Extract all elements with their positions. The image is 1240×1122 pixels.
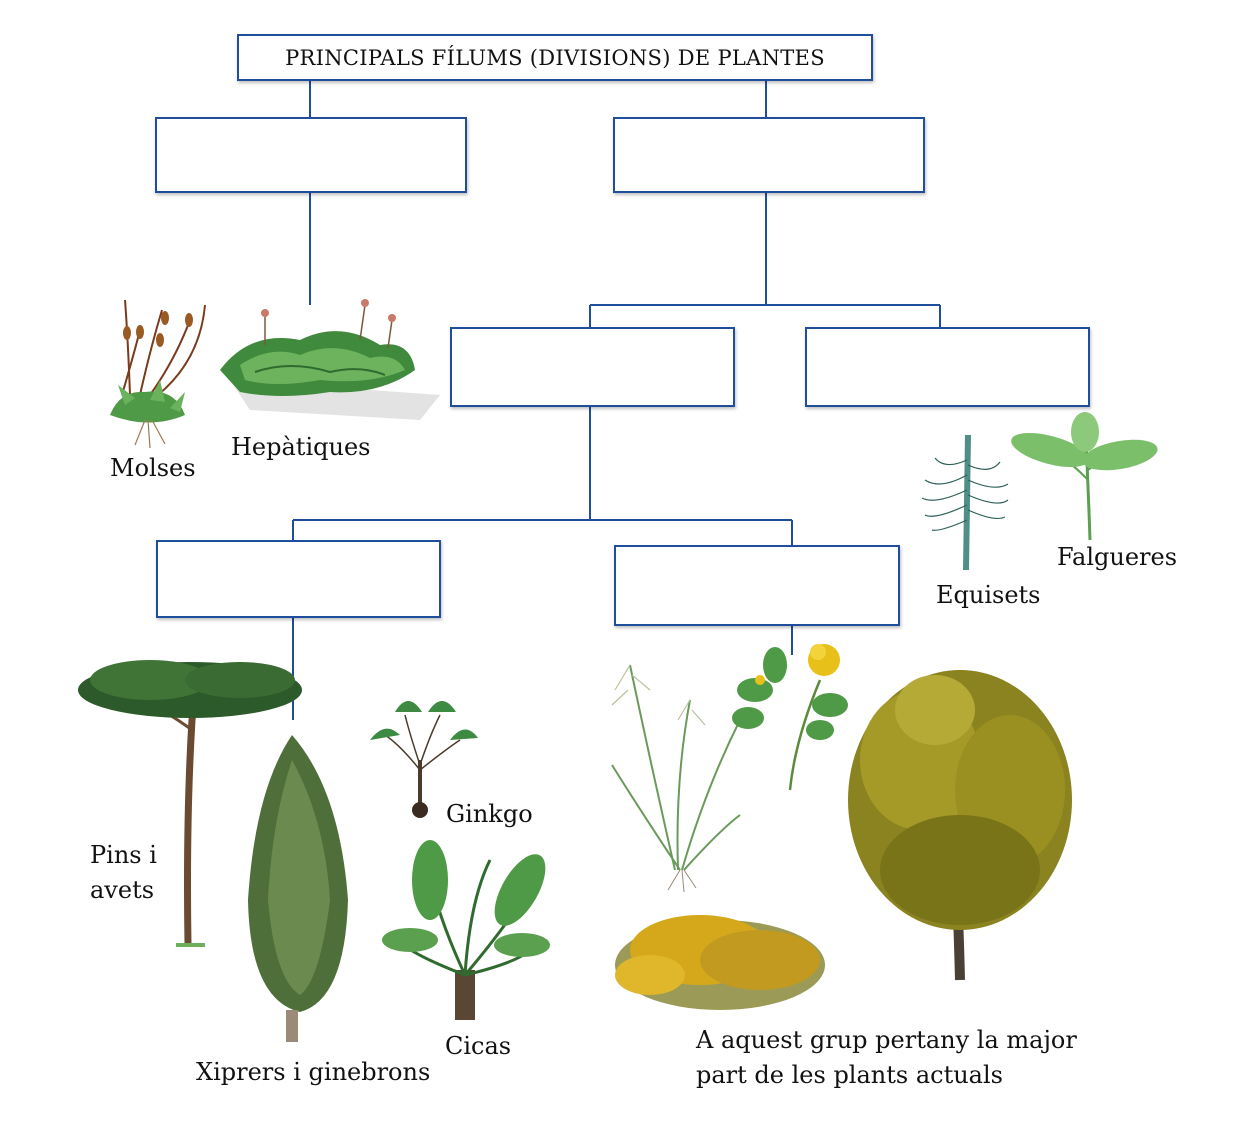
label-pins-line2: avets xyxy=(90,876,155,904)
diagram-title-box: PRINCIPALS FÍLUMS (DIVISIONS) DE PLANTES xyxy=(237,34,873,81)
label-angiosperms-line2: part de les plants actuals xyxy=(696,1061,1003,1089)
fern-illustration xyxy=(1011,412,1158,541)
label-ginkgo: Ginkgo xyxy=(446,800,533,828)
connector-lines xyxy=(292,80,941,720)
label-xiprers: Xiprers i ginebrons xyxy=(196,1058,431,1086)
tree-illustration xyxy=(848,670,1072,981)
cycad-illustration xyxy=(382,840,550,1020)
diagram-title: PRINCIPALS FÍLUMS (DIVISIONS) DE PLANTES xyxy=(285,45,825,70)
shrub-illustration xyxy=(615,915,825,1010)
pine-illustration xyxy=(78,660,302,947)
ginkgo-illustration xyxy=(370,701,478,818)
liverwort-illustration xyxy=(220,299,440,420)
grass-illustration xyxy=(611,664,741,893)
label-angiosperms-line1: A aquest grup pertany la major xyxy=(696,1026,1077,1054)
empty-box-level3-left xyxy=(156,540,441,618)
label-molses: Molses xyxy=(110,454,196,482)
empty-box-level3-right xyxy=(614,545,900,626)
label-hepatiques: Hepàtiques xyxy=(231,433,371,461)
cypress-illustration xyxy=(248,735,348,1042)
label-pins-line1: Pins i xyxy=(90,841,157,869)
label-equisets: Equisets xyxy=(936,581,1041,609)
empty-box-level2-right xyxy=(805,327,1090,407)
empty-box-level1-left xyxy=(155,117,467,193)
empty-box-level2-left xyxy=(450,327,735,407)
label-cicas: Cicas xyxy=(445,1032,512,1060)
moss-illustration xyxy=(110,299,206,449)
empty-box-level1-right xyxy=(613,117,925,193)
label-falgueres: Falgueres xyxy=(1057,543,1178,571)
clover-illustration xyxy=(732,644,848,791)
horsetail-illustration xyxy=(921,434,1009,571)
